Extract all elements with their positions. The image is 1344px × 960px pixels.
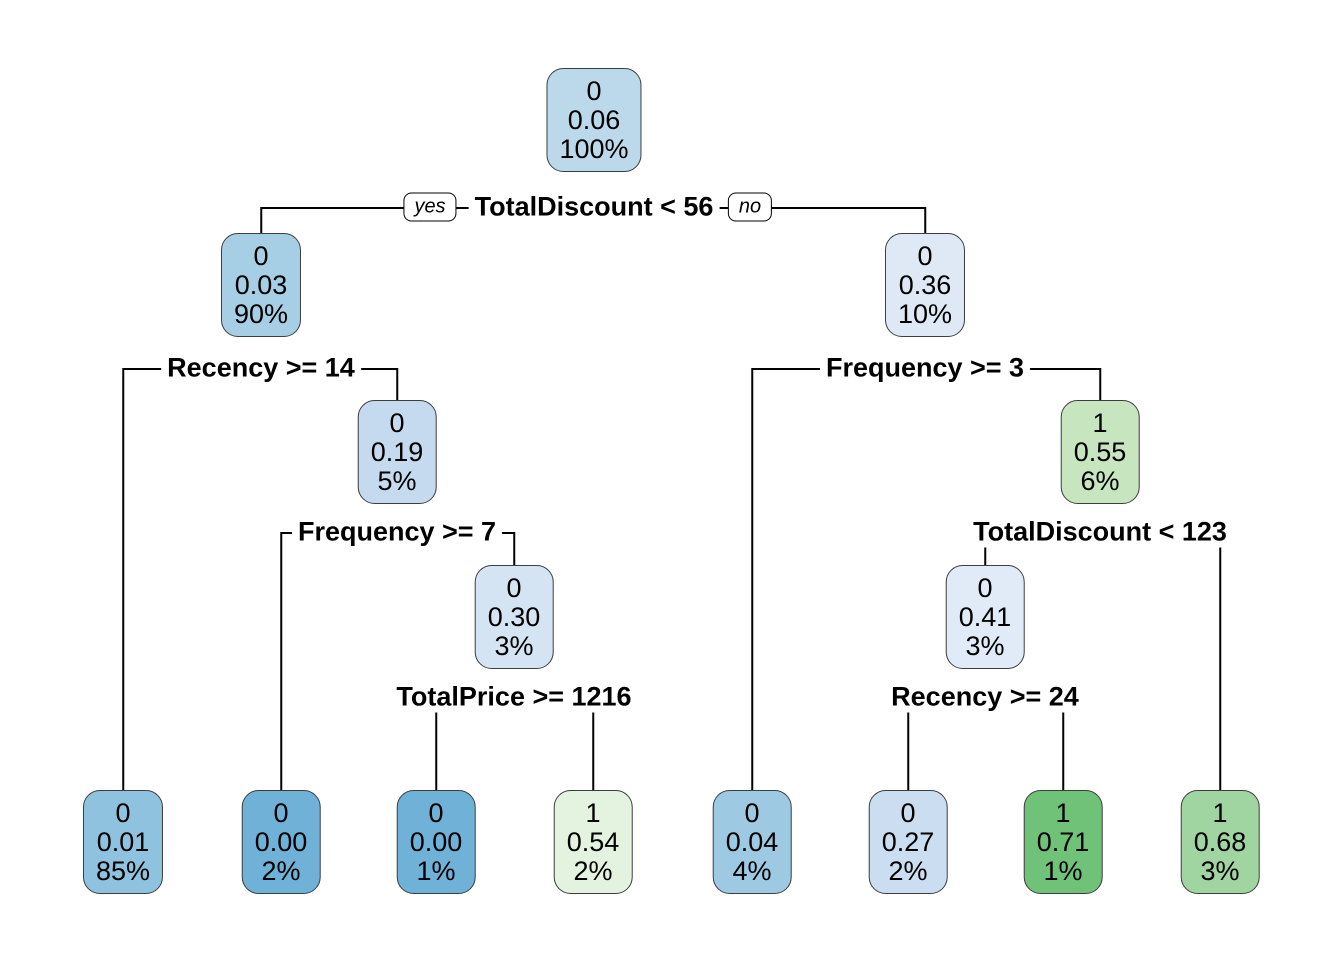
- split-label-recency-14: Recency >= 14: [161, 352, 361, 384]
- branch-drop-to-leaf6: [907, 697, 909, 791]
- tree-leaf-2: 0 0.00 2%: [241, 790, 321, 894]
- node-class: 0: [506, 572, 522, 603]
- branch-drop-to-node-rrl: [984, 532, 986, 566]
- node-pct: 2%: [573, 855, 613, 886]
- split-label-recency-24: Recency >= 24: [885, 681, 1085, 713]
- tree-node-lr: 0 0.19 5%: [357, 400, 437, 504]
- node-prob: 0.03: [234, 269, 288, 300]
- node-class: 1: [585, 797, 601, 828]
- branch-drop-to-node-lrr: [513, 532, 515, 566]
- node-prob: 0.55: [1073, 436, 1127, 467]
- node-class: 1: [1055, 797, 1071, 828]
- split-label-frequency-3: Frequency >= 3: [819, 352, 1031, 384]
- node-prob: 0.19: [370, 436, 424, 467]
- tree-node-lrr: 0 0.30 3%: [474, 565, 554, 669]
- branch-drop-to-leaf5: [751, 368, 753, 791]
- node-class: 1: [1212, 797, 1228, 828]
- node-class: 0: [900, 797, 916, 828]
- node-pct: 85%: [95, 855, 151, 886]
- split-label-totaldiscount-56: TotalDiscount < 56: [468, 191, 720, 223]
- node-pct: 90%: [233, 298, 289, 329]
- tree-leaf-6: 0 0.27 2%: [868, 790, 948, 894]
- tree-leaf-4: 1 0.54 2%: [553, 790, 633, 894]
- node-pct: 4%: [732, 855, 772, 886]
- node-prob: 0.71: [1036, 826, 1090, 857]
- node-prob: 0.30: [487, 601, 541, 632]
- branch-drop-to-node-rr: [1099, 368, 1101, 401]
- node-pct: 1%: [1043, 855, 1083, 886]
- tree-leaf-3: 0 0.00 1%: [396, 790, 476, 894]
- node-prob: 0.54: [566, 826, 620, 857]
- branch-drop-to-node-l: [260, 207, 262, 234]
- node-prob: 0.04: [725, 826, 779, 857]
- node-prob: 0.36: [898, 269, 952, 300]
- node-pct: 10%: [897, 298, 953, 329]
- node-class: 0: [917, 240, 933, 271]
- tree-leaf-8: 1 0.68 3%: [1180, 790, 1260, 894]
- branch-drop-to-leaf4: [592, 697, 594, 791]
- branch-drop-to-leaf7: [1062, 697, 1064, 791]
- node-pct: 2%: [888, 855, 928, 886]
- branch-drop-to-leaf3: [435, 697, 437, 791]
- branch-drop-to-leaf8: [1219, 532, 1221, 791]
- split-label-frequency-7: Frequency >= 7: [291, 516, 503, 548]
- node-class: 0: [273, 797, 289, 828]
- tree-node-rrl: 0 0.41 3%: [945, 565, 1025, 669]
- tree-leaf-5: 0 0.04 4%: [712, 790, 792, 894]
- node-prob: 0.41: [958, 601, 1012, 632]
- node-pct: 2%: [261, 855, 301, 886]
- node-prob: 0.27: [881, 826, 935, 857]
- node-pct: 1%: [416, 855, 456, 886]
- node-pct: 5%: [377, 465, 417, 496]
- tree-node-root: 0 0.06 100%: [546, 68, 642, 172]
- tree-leaf-7: 1 0.71 1%: [1023, 790, 1103, 894]
- tree-node-r: 0 0.36 10%: [884, 233, 966, 337]
- node-class: 0: [586, 75, 602, 106]
- split-label-totalprice-1216: TotalPrice >= 1216: [390, 681, 638, 713]
- node-class: 0: [977, 572, 993, 603]
- node-prob: 0.68: [1193, 826, 1247, 857]
- node-prob: 0.00: [409, 826, 463, 857]
- node-prob: 0.01: [96, 826, 150, 857]
- node-class: 0: [253, 240, 269, 271]
- node-pct: 3%: [1200, 855, 1240, 886]
- node-class: 1: [1092, 407, 1108, 438]
- node-class: 0: [389, 407, 405, 438]
- node-prob: 0.06: [567, 104, 621, 135]
- branch-drop-to-leaf1: [122, 368, 124, 791]
- branch-drop-to-node-r: [924, 207, 926, 234]
- no-branch-label: no: [727, 192, 773, 222]
- node-class: 0: [115, 797, 131, 828]
- node-class: 0: [744, 797, 760, 828]
- yes-branch-label: yes: [403, 192, 457, 222]
- node-prob: 0.00: [254, 826, 308, 857]
- branch-drop-to-leaf2: [280, 532, 282, 791]
- node-pct: 6%: [1080, 465, 1120, 496]
- node-pct: 100%: [559, 133, 629, 164]
- node-pct: 3%: [965, 630, 1005, 661]
- node-class: 0: [428, 797, 444, 828]
- tree-node-l: 0 0.03 90%: [220, 233, 302, 337]
- node-pct: 3%: [494, 630, 534, 661]
- tree-leaf-1: 0 0.01 85%: [82, 790, 164, 894]
- split-label-totaldiscount-123: TotalDiscount < 123: [967, 516, 1233, 548]
- branch-drop-to-node-lr: [396, 368, 398, 401]
- tree-node-rr: 1 0.55 6%: [1060, 400, 1140, 504]
